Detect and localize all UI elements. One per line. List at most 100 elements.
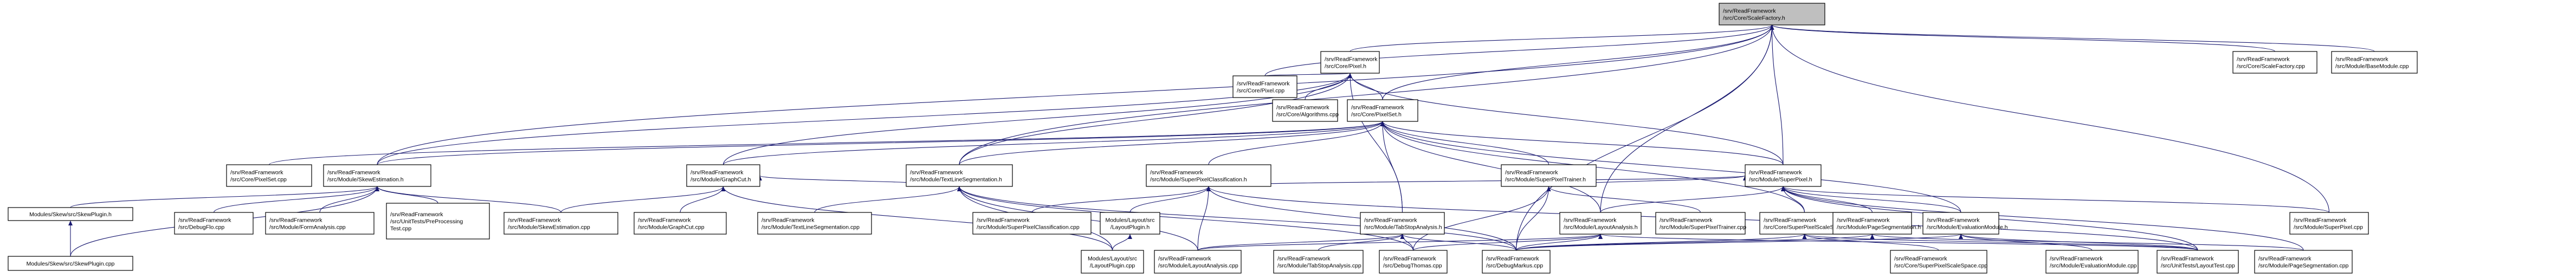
node-box <box>8 256 133 271</box>
arrowhead-icon <box>1870 234 1875 239</box>
graph-node-superpixelclass-h[interactable]: /srv/ReadFramework/src/Module/SuperPixel… <box>1146 164 1271 187</box>
graph-node-tabstop-h[interactable]: /srv/ReadFramework/src/Module/TabStopAna… <box>1360 212 1445 235</box>
graph-node-debugflo-cpp[interactable]: /srv/ReadFramework/src/DebugFlo.cpp <box>174 212 254 235</box>
node-box <box>1922 212 1999 235</box>
arrowhead-icon <box>957 186 961 191</box>
node-label-line: Test.cpp <box>390 225 411 232</box>
dependency-edge <box>1402 234 1517 251</box>
graph-node-superpixel-cpp[interactable]: /srv/ReadFramework/src/Module/SuperPixel… <box>2289 212 2369 235</box>
graph-node-layoutanalysis-cpp[interactable]: /srv/ReadFramework/src/Module/LayoutAnal… <box>1154 250 1242 274</box>
graph-node-evaluationmodule-cpp[interactable]: /srv/ReadFramework/src/Module/Evaluation… <box>2045 250 2139 274</box>
graph-node-graphcut-h[interactable]: /srv/ReadFramework/src/Module/GraphCut.h <box>686 164 760 187</box>
dependency-edge <box>1600 234 2198 251</box>
arrowhead-icon <box>375 186 379 191</box>
arrowhead-icon <box>1380 121 1385 126</box>
node-box <box>265 212 375 235</box>
graph-node-textlineseg-cpp[interactable]: /srv/ReadFramework/src/Module/TextLineSe… <box>757 212 872 235</box>
node-box <box>972 212 1092 235</box>
node-label-line: /srv/ReadFramework <box>2237 56 2290 63</box>
arrowhead-icon <box>1400 234 1405 239</box>
node-label-line: /src/Core/PixelSet.h <box>1351 112 1402 118</box>
dependency-edge <box>1382 24 1773 100</box>
node-label-line: /src/Module/PageSegmentation.cpp <box>2258 263 2349 269</box>
graph-node-pageseg-cpp[interactable]: /srv/ReadFramework/src/Module/PageSegmen… <box>2254 250 2353 274</box>
arrowhead-icon <box>1959 234 1963 239</box>
node-label-line: /srv/ReadFramework <box>1325 56 1378 63</box>
node-label-line: /srv/ReadFramework <box>690 170 744 176</box>
dependency-edge <box>1783 186 1873 213</box>
dependency-edge <box>814 186 960 213</box>
graph-node-pixel-h[interactable]: /srv/ReadFramework/src/Core/Pixel.h <box>1320 51 1380 74</box>
node-label-line: /srv/ReadFramework <box>2335 56 2388 63</box>
graph-node-preprocessingtest-cpp[interactable]: /srv/ReadFramework/src/UnitTests/PreProc… <box>386 203 490 240</box>
dependency-edge <box>722 73 1351 165</box>
graph-node-algorithms-cpp[interactable]: /srv/ReadFramework/src/Core/Algorithms.c… <box>1272 99 1339 122</box>
dependency-edge <box>1412 234 1601 251</box>
arrowhead-icon <box>1348 73 1352 78</box>
node-label-line: /srv/ReadFramework <box>910 170 963 176</box>
graph-node-layoutanalysis-h[interactable]: /srv/ReadFramework/src/Module/LayoutAnal… <box>1559 212 1642 235</box>
node-label-line: /src/Module/LayoutAnalysis.cpp <box>1158 263 1238 269</box>
node-label-line: /src/Module/TabStopAnalysis.cpp <box>1277 263 1361 269</box>
node-label-line: Modules/Skew/src/SkewPlugin.h <box>29 211 112 218</box>
node-label-line: /srv/ReadFramework <box>230 170 283 176</box>
node-label-line: /srv/ReadFramework <box>1237 81 1290 87</box>
dependency-edge <box>1382 121 1961 213</box>
node-box <box>1890 250 1987 274</box>
node-label-line: /srv/ReadFramework <box>2258 256 2312 262</box>
dependency-edge <box>1771 24 2375 52</box>
dependency-edge <box>1783 186 2330 213</box>
node-label-line: /srv/ReadFramework <box>1383 256 1436 262</box>
node-box <box>1559 212 1642 235</box>
node-label-line: /src/Module/SuperPixelTrainer.cpp <box>1660 224 1746 231</box>
node-label-line: /srv/ReadFramework <box>1276 105 1329 111</box>
node-label-line: /src/Module/PageSegmentation.h <box>1837 224 1921 231</box>
dependency-edge <box>1350 73 1784 165</box>
graph-node-pageseg-h[interactable]: /srv/ReadFramework/src/Module/PageSegmen… <box>1832 212 1921 235</box>
graph-node-layoutplugin-cpp[interactable]: Modules/Layout/src/LayoutPlugin.cpp <box>1081 250 1144 274</box>
dependency-edge <box>377 24 1773 165</box>
graph-node-skewplugin-cpp[interactable]: Modules/Skew/src/SkewPlugin.cpp <box>8 256 133 271</box>
dependency-edge <box>1197 234 1403 251</box>
graph-node-skewplugin-h[interactable]: Modules/Skew/src/SkewPlugin.h <box>8 207 133 221</box>
node-label-line: /src/Module/SkewEstimation.cpp <box>508 224 590 231</box>
graph-node-superpixelscalespace-cpp[interactable]: /srv/ReadFramework/src/Core/SuperPixelSc… <box>1890 250 1987 274</box>
dependency-edge <box>268 121 1383 165</box>
graph-node-skewestimation-cpp[interactable]: /srv/ReadFramework/src/Module/SkewEstima… <box>503 212 618 235</box>
node-label-line: /srv/ReadFramework <box>1764 217 1817 224</box>
node-box <box>906 164 1013 187</box>
graph-node-textlineseg-h[interactable]: /srv/ReadFramework/src/Module/TextLineSe… <box>906 164 1013 187</box>
arrowhead-icon <box>68 221 73 225</box>
dependency-edge <box>1771 24 2330 213</box>
node-label-line: /LayoutPlugin.cpp <box>1090 263 1135 269</box>
graph-node-scalefactory-cpp[interactable]: /srv/ReadFramework/src/Core/ScaleFactory… <box>2232 51 2317 74</box>
graph-node-pixelset-cpp[interactable]: /srv/ReadFramework/src/Core/PixelSet.cpp <box>226 164 312 187</box>
graph-node-layoutplugin-h[interactable]: Modules/Layout/src/LayoutPlugin.h <box>1100 212 1160 235</box>
graph-node-basemodule-cpp[interactable]: /srv/ReadFramework/src/Module/BaseModule… <box>2331 51 2418 74</box>
node-label-line: /srv/ReadFramework <box>2294 217 2347 224</box>
graph-node-superpixel-h[interactable]: /srv/ReadFramework/src/Module/SuperPixel… <box>1745 164 1822 187</box>
graph-node-scalefactory-h[interactable]: /srv/ReadFramework/src/Core/ScaleFactory… <box>1719 3 1825 25</box>
node-box <box>174 212 254 235</box>
node-label-line: /src/Module/SuperPixel.cpp <box>2294 224 2363 231</box>
dependency-edge <box>1197 234 1601 251</box>
graph-node-layouttest-cpp[interactable]: /srv/ReadFramework/src/UnitTests/LayoutT… <box>2157 250 2239 274</box>
graph-node-pixel-cpp[interactable]: /srv/ReadFramework/src/Core/Pixel.cpp <box>1232 75 1297 98</box>
node-label-line: /srv/ReadFramework <box>1723 8 1776 15</box>
graph-node-skewestimation-h[interactable]: /srv/ReadFramework/src/Module/SkewEstima… <box>323 164 431 187</box>
graph-node-graphcut-cpp[interactable]: /srv/ReadFramework/src/Module/GraphCut.c… <box>634 212 727 235</box>
node-label-line: Modules/Layout/src <box>1105 217 1154 224</box>
graph-node-tabstop-cpp[interactable]: /srv/ReadFramework/src/Module/TabStopAna… <box>1273 250 1364 274</box>
node-label-line: /src/DebugMarkus.cpp <box>1486 263 1543 269</box>
graph-node-superpixeltrainer-h[interactable]: /srv/ReadFramework/src/Module/SuperPixel… <box>1501 164 1597 187</box>
arrowhead-icon <box>1546 186 1551 191</box>
graph-node-pixelset-h[interactable]: /srv/ReadFramework/src/Core/PixelSet.h <box>1347 99 1418 122</box>
graph-node-formanalysis-cpp[interactable]: /srv/ReadFramework/src/Module/FormAnalys… <box>265 212 375 235</box>
graph-node-debugmarkus-cpp[interactable]: /srv/ReadFramework/src/DebugMarkus.cpp <box>1482 250 1551 274</box>
dependency-edge <box>1382 121 1550 165</box>
graph-node-superpixeltrainer-cpp[interactable]: /srv/ReadFramework/src/Module/SuperPixel… <box>1655 212 1746 235</box>
graph-node-debugthomas-cpp[interactable]: /srv/ReadFramework/src/DebugThomas.cpp <box>1379 250 1448 274</box>
node-box <box>1360 212 1445 235</box>
graph-node-evaluationmodule-h[interactable]: /srv/ReadFramework/src/Module/Evaluation… <box>1922 212 2008 235</box>
graph-node-superpixelclass-cpp[interactable]: /srv/ReadFramework/src/Module/SuperPixel… <box>972 212 1092 235</box>
